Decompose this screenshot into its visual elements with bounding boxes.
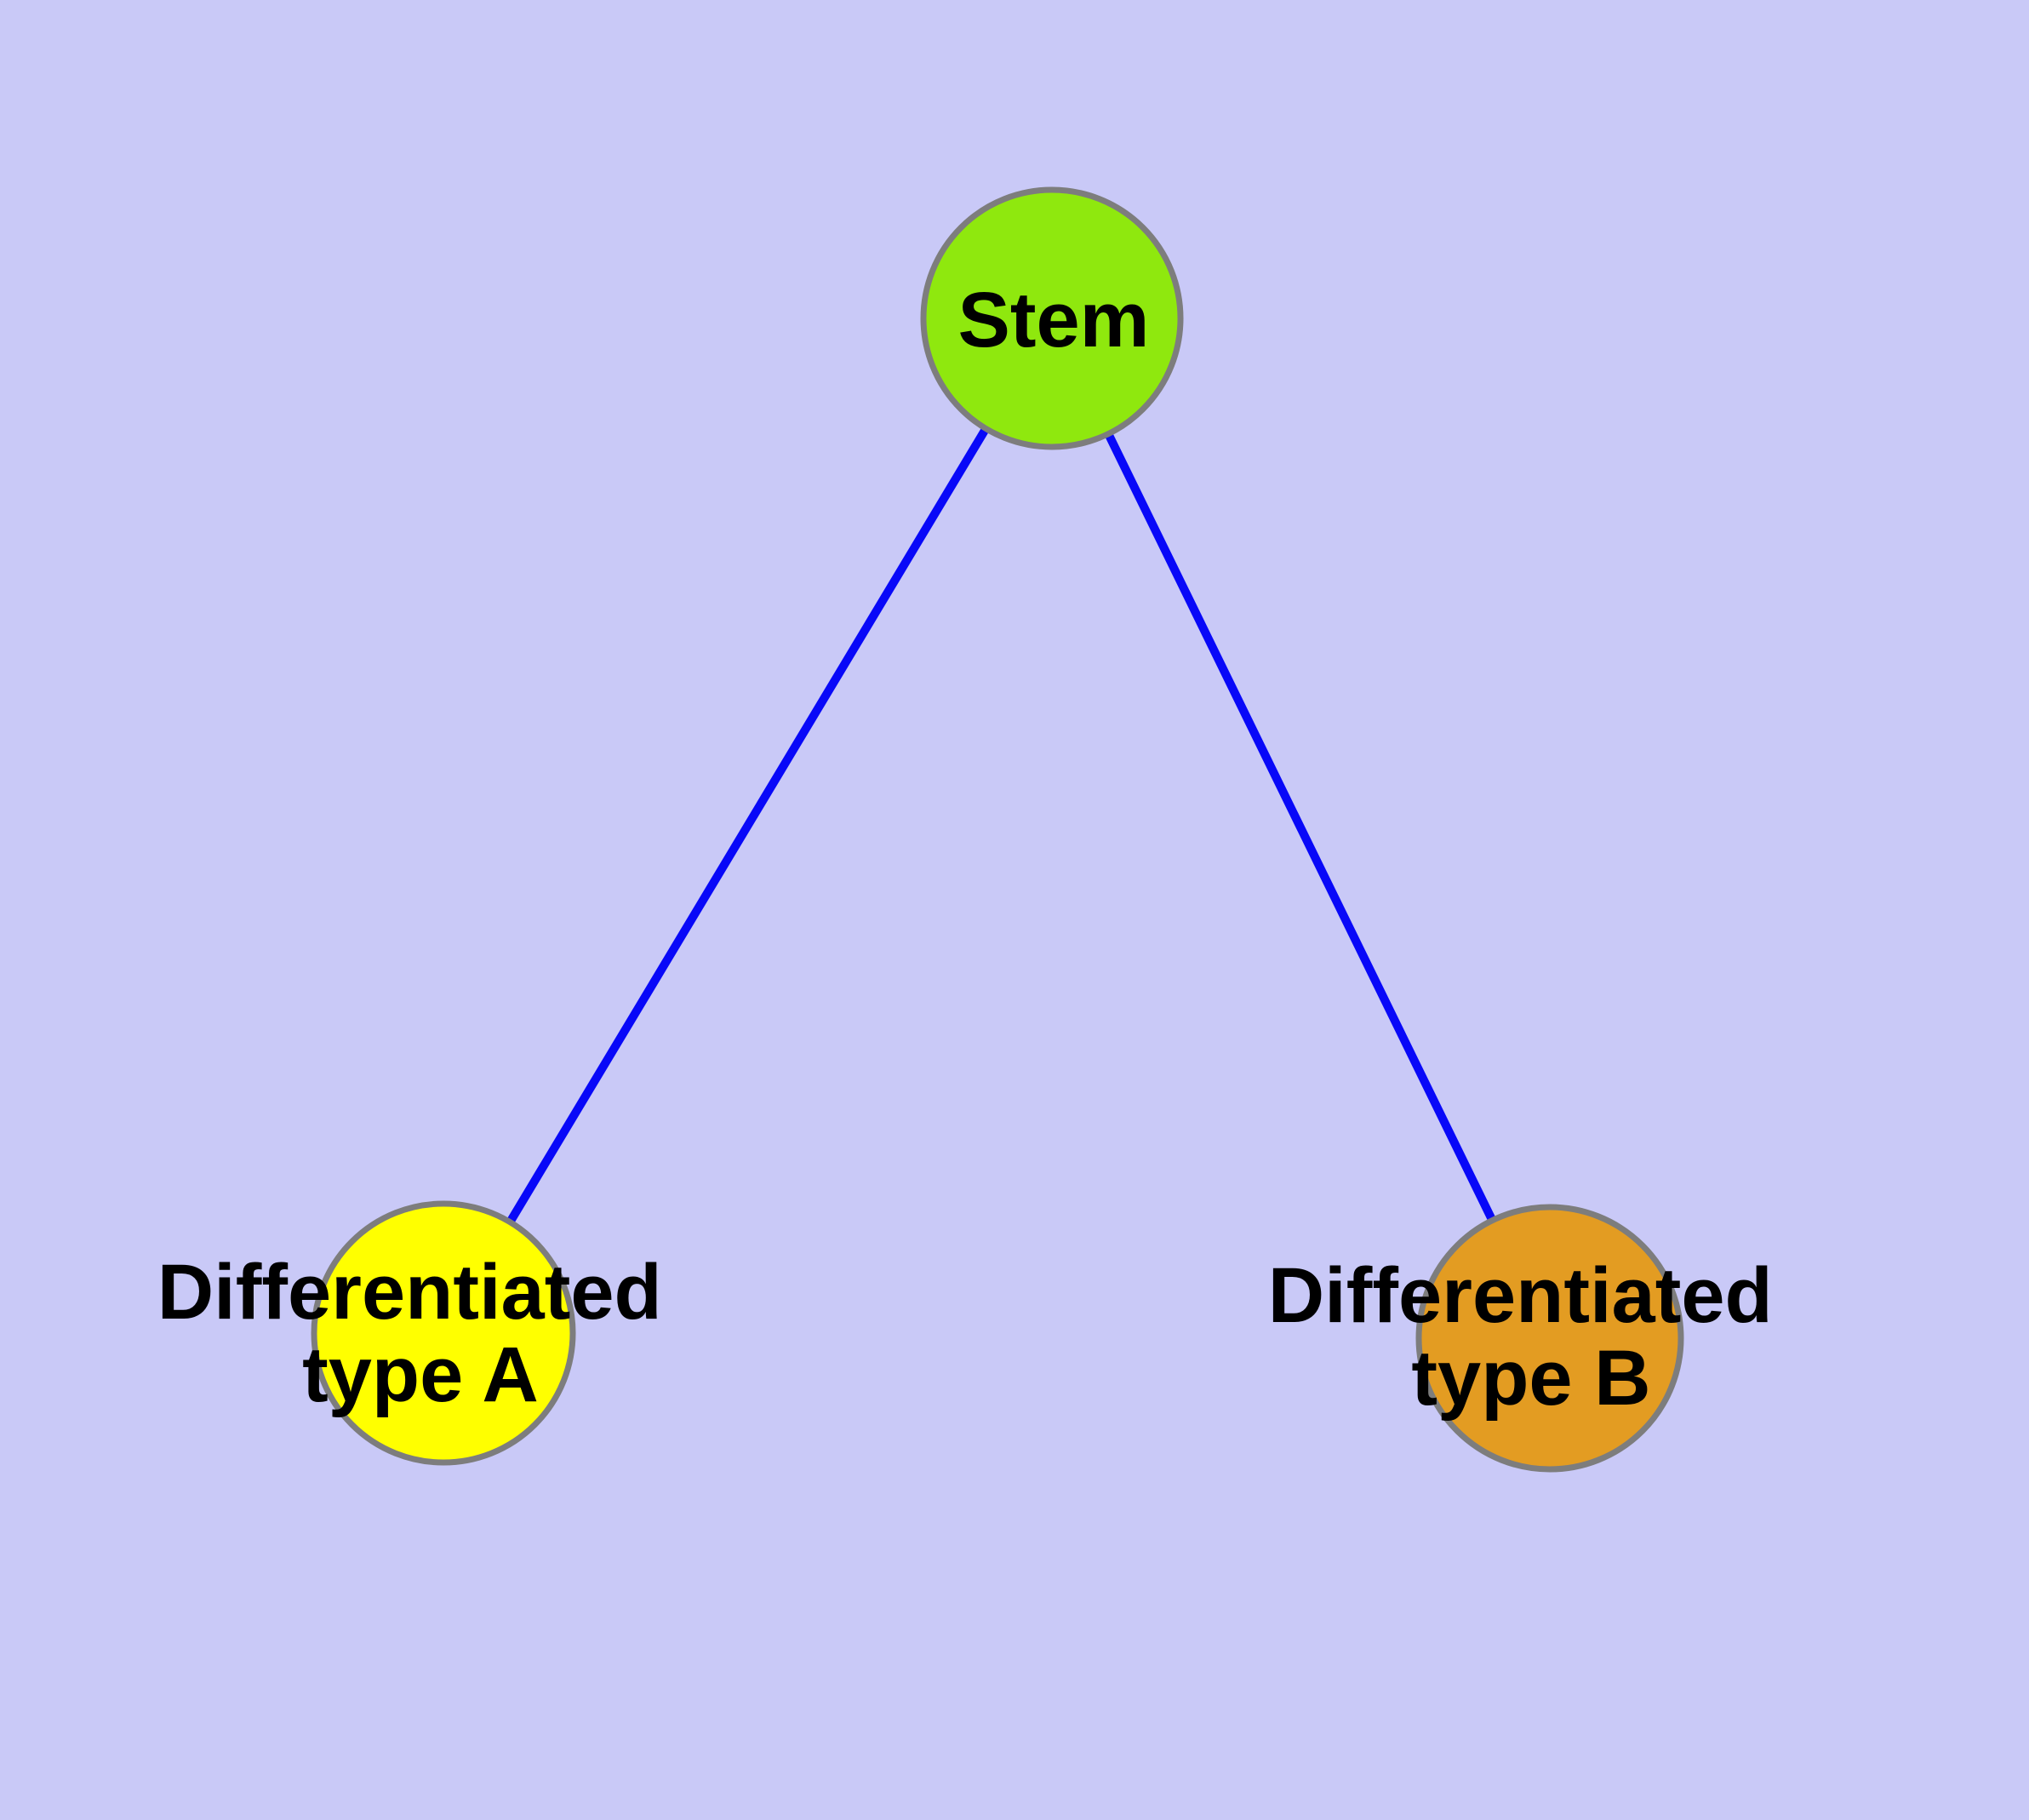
node-differentiated-type-b <box>1415 1204 1684 1473</box>
node-differentiated-type-a <box>311 1200 576 1466</box>
node-label-stem: Stem <box>958 277 1150 363</box>
label-line: type B <box>1411 1335 1650 1422</box>
node-label-differentiated-type-a: Differentiated type A <box>157 1249 684 1418</box>
label-line: Differentiated <box>157 1249 662 1336</box>
node-label-differentiated-type-b: Differentiated type B <box>1268 1252 1795 1422</box>
edge-stem-to-type-a <box>439 314 1056 1337</box>
edge-stem-to-type-b <box>1048 314 1554 1342</box>
node-stem <box>920 186 1184 450</box>
label-line: Differentiated <box>1268 1252 1773 1339</box>
label-line: type A <box>302 1331 539 1418</box>
